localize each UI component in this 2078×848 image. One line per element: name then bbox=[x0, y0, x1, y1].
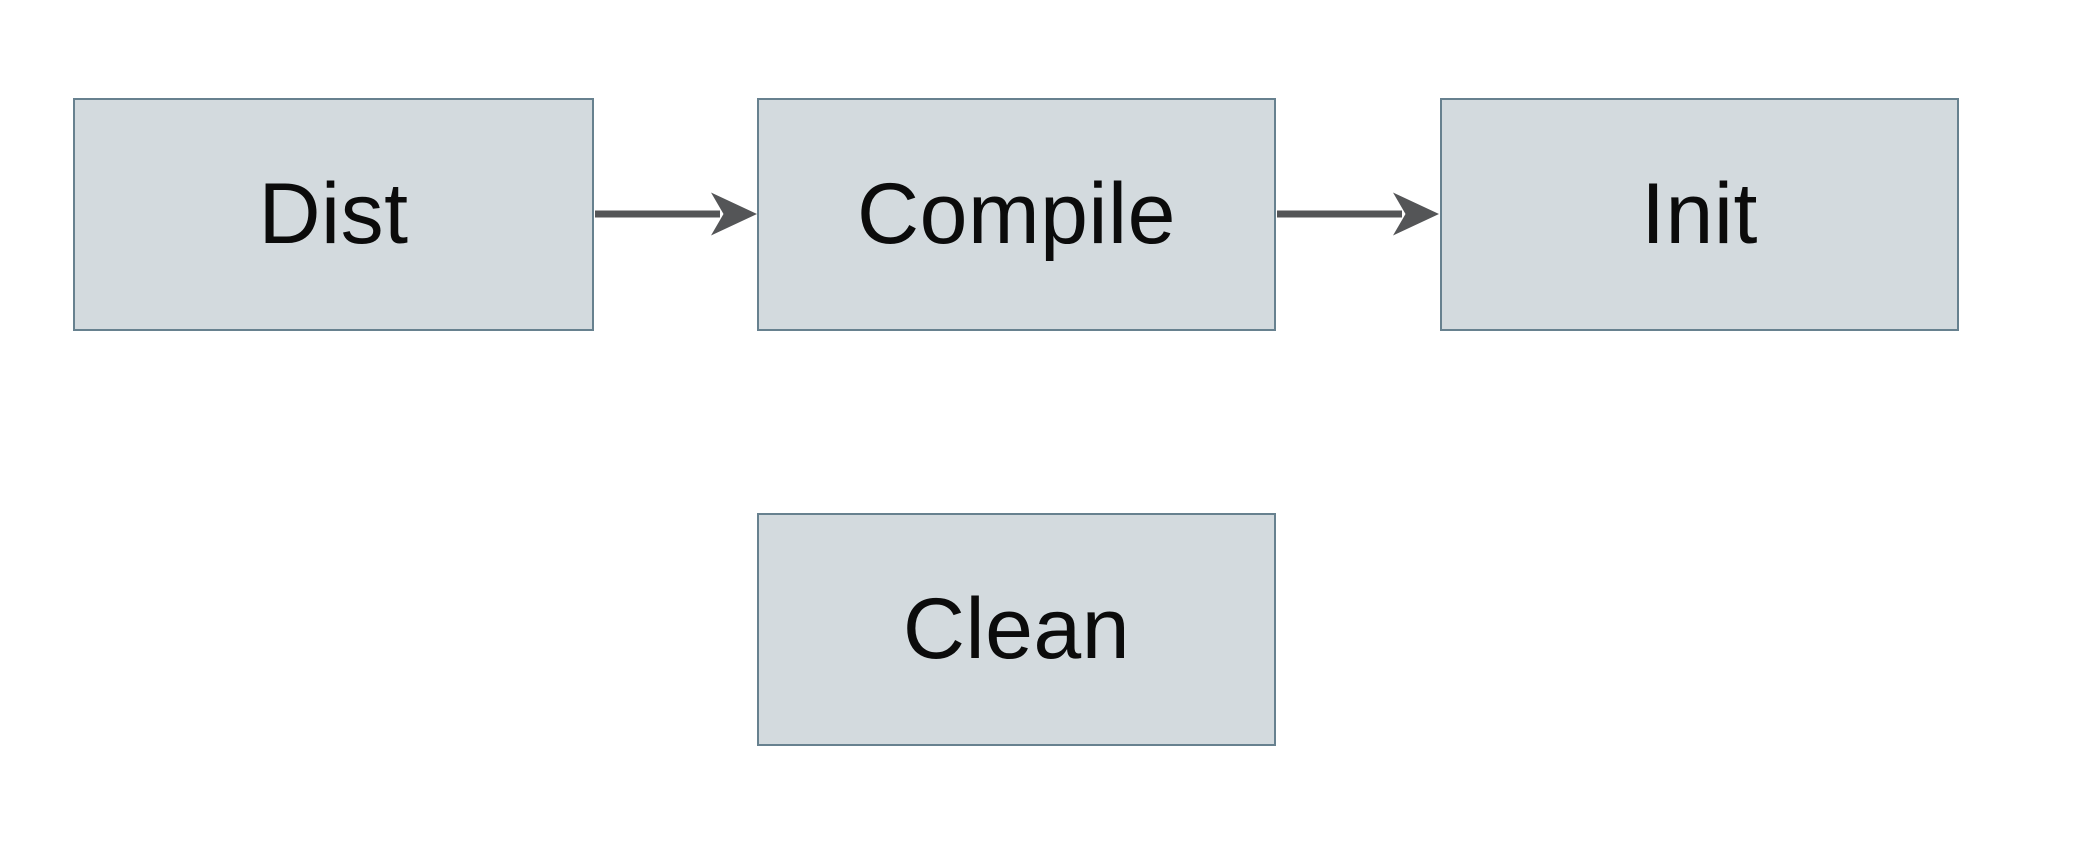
node-init[interactable]: Init bbox=[1440, 98, 1959, 331]
node-compile[interactable]: Compile bbox=[757, 98, 1276, 331]
node-dist-label: Dist bbox=[258, 166, 409, 262]
node-clean[interactable]: Clean bbox=[757, 513, 1276, 746]
arrow-dist-to-compile[interactable] bbox=[595, 192, 757, 236]
node-dist[interactable]: Dist bbox=[73, 98, 594, 331]
node-init-label: Init bbox=[1641, 166, 1758, 262]
node-clean-label: Clean bbox=[902, 581, 1131, 677]
node-compile-label: Compile bbox=[857, 166, 1176, 262]
arrow-compile-to-init[interactable] bbox=[1277, 192, 1439, 236]
